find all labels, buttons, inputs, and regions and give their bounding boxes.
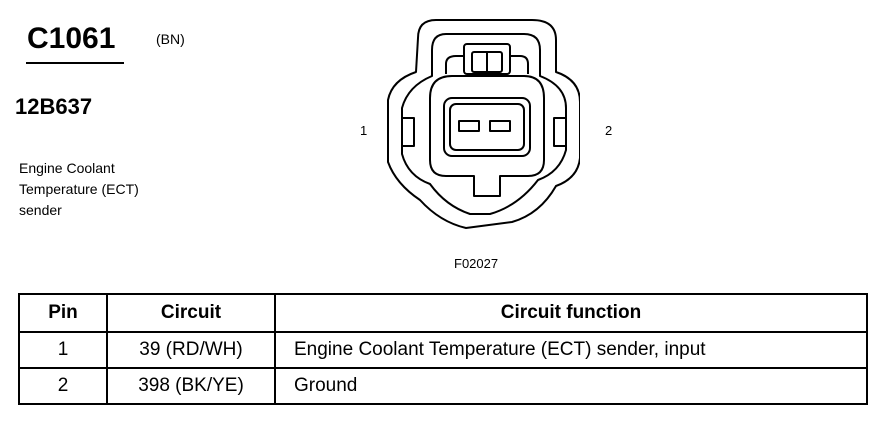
cell-function: Ground [274,367,868,405]
connector-color-code: (BN) [156,31,185,47]
column-header-circuit: Circuit [106,293,276,333]
connector-outer-shell [387,19,580,229]
table-row: 2 398 (BK/YE) Ground [18,367,868,405]
pin-label-1: 1 [360,123,368,138]
figure-id: F02027 [454,256,499,271]
description-line: Engine Coolant [19,160,115,176]
table-row: 1 39 (RD/WH) Engine Coolant Temperature … [18,331,868,369]
cell-circuit: 39 (RD/WH) [106,331,276,369]
cell-circuit: 398 (BK/YE) [106,367,276,405]
pinout-table: Pin Circuit Circuit function 1 39 (RD/WH… [18,293,868,405]
connector-code: C1061 [27,22,116,55]
description-line: sender [19,202,62,218]
column-header-function: Circuit function [274,293,868,333]
connector-code-underline [26,62,124,64]
terminal-housing [429,75,545,197]
locking-tab [463,43,511,75]
side-seal-left [402,117,415,147]
table-header-row: Pin Circuit Circuit function [18,293,868,333]
connector-inner-shell [401,33,567,215]
cell-function: Engine Coolant Temperature (ECT) sender,… [274,331,868,369]
part-number: 12B637 [15,94,93,119]
component-description: Engine Coolant Temperature (ECT) sender [19,158,179,221]
latch-recess [445,55,529,74]
pin-slot-1 [458,120,480,132]
terminal-cavity-block [443,97,531,157]
cell-pin: 2 [18,367,108,405]
cell-pin: 1 [18,331,108,369]
pin-slot-2 [489,120,511,132]
pin-label-2: 2 [605,123,613,138]
side-seal-right [553,117,566,147]
description-line: Temperature (ECT) [19,181,139,197]
connector-face-diagram [387,19,580,229]
terminal-cavity-block-inner [449,103,525,151]
column-header-pin: Pin [18,293,108,333]
